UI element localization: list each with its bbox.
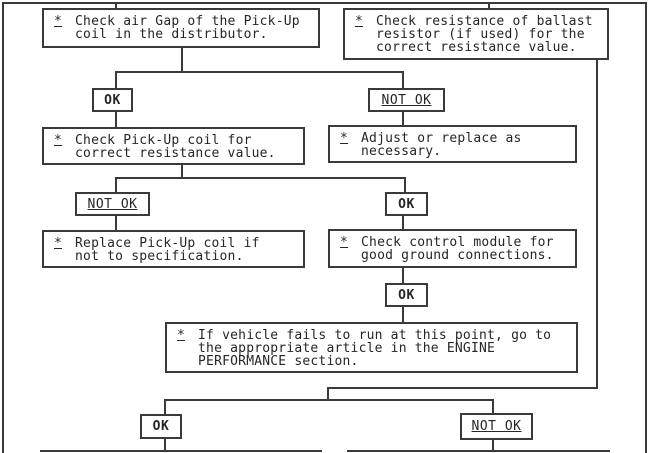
ok-label-text: OK — [104, 92, 121, 108]
connector-notok1-down — [402, 112, 404, 126]
box-text-check-control-module: Check control module for good ground con… — [361, 235, 554, 263]
box-text-replace-pickup: Replace Pick-Up coil if not to specifica… — [75, 236, 260, 264]
box-text-engine-performance-note: If vehicle fails to run at this point, g… — [198, 328, 552, 369]
result-label-ok-1: OK — [92, 88, 133, 112]
connector-bottom-branch — [164, 399, 494, 401]
cutoff-box-right-top-edge — [347, 450, 610, 452]
ok-label-text: OK — [152, 419, 170, 434]
footnote-asterisk: * — [355, 14, 364, 29]
connector-row2-branch — [115, 177, 406, 179]
flowchart-box-adjust-replace: * Adjust or replace as necessary. — [328, 125, 577, 163]
ok-label-text: OK — [398, 287, 415, 303]
result-label-ok-4: OK — [140, 414, 182, 439]
flowchart-box-check-pickup-resistance: * Check Pick-Up coil for correct resista… — [42, 127, 305, 165]
flowchart-box-engine-performance-note: * If vehicle fails to run at this point,… — [165, 322, 578, 373]
flowchart-box-replace-pickup: * Replace Pick-Up coil if not to specifi… — [42, 230, 305, 268]
connector-airgap-down — [181, 48, 183, 73]
flowchart-box-check-ballast: * Check resistance of ballast resistor (… — [343, 8, 609, 60]
connector-ok4-up — [164, 399, 166, 415]
box-text-adjust-replace: Adjust or replace as necessary. — [361, 131, 522, 159]
result-label-not-ok-2: NOT OK — [75, 192, 150, 216]
connector-entry-left — [115, 3, 117, 10]
connector-ok3-down — [402, 307, 404, 323]
connector-pickup-down — [181, 165, 183, 179]
connector-entry-right — [488, 3, 490, 10]
frame-top-border — [2, 2, 647, 4]
ok-label-text: OK — [398, 196, 415, 212]
footnote-asterisk: * — [54, 236, 63, 251]
result-label-not-ok-4: NOT OK — [460, 413, 533, 440]
footnote-asterisk: * — [340, 235, 349, 250]
connector-module-down — [402, 268, 404, 284]
connector-ok1-up — [115, 71, 117, 89]
connector-ok4-down — [164, 439, 166, 452]
not-ok-label-text: NOT OK — [381, 92, 432, 108]
result-label-not-ok-1: NOT OK — [368, 88, 445, 112]
flowchart-box-check-air-gap: * Check air Gap of the Pick-Up coil in t… — [42, 8, 320, 48]
connector-notok2-up — [115, 177, 117, 194]
connector-ok2-up — [404, 177, 406, 194]
connector-row1-branch — [115, 71, 404, 73]
footnote-asterisk: * — [177, 328, 186, 343]
connector-step-down — [327, 387, 329, 401]
not-ok-label-text: NOT OK — [471, 419, 522, 434]
result-label-ok-2: OK — [385, 192, 428, 216]
cutoff-box-left-top-edge — [40, 450, 322, 452]
box-text-check-air-gap: Check air Gap of the Pick-Up coil in the… — [75, 14, 300, 42]
connector-ok1-down — [115, 112, 117, 128]
connector-ok2-down — [402, 216, 404, 230]
footnote-asterisk: * — [54, 14, 63, 29]
connector-notok2-down — [115, 216, 117, 231]
frame-right-border — [645, 2, 647, 453]
box-text-check-pickup-resistance: Check Pick-Up coil for correct resistanc… — [75, 133, 276, 161]
footnote-asterisk: * — [54, 133, 63, 148]
connector-notok1-up — [402, 71, 404, 89]
flowchart-box-check-control-module: * Check control module for good ground c… — [328, 229, 577, 268]
result-label-ok-3: OK — [385, 283, 428, 307]
frame-left-border — [2, 2, 4, 453]
box-text-check-ballast: Check resistance of ballast resistor (if… — [376, 14, 593, 55]
connector-notok4-down — [492, 440, 494, 452]
footnote-asterisk: * — [340, 131, 349, 146]
connector-right-turn — [327, 387, 598, 389]
connector-ballast-down-long — [596, 60, 598, 389]
not-ok-label-text: NOT OK — [87, 196, 138, 212]
connector-notok4-up — [492, 399, 494, 414]
